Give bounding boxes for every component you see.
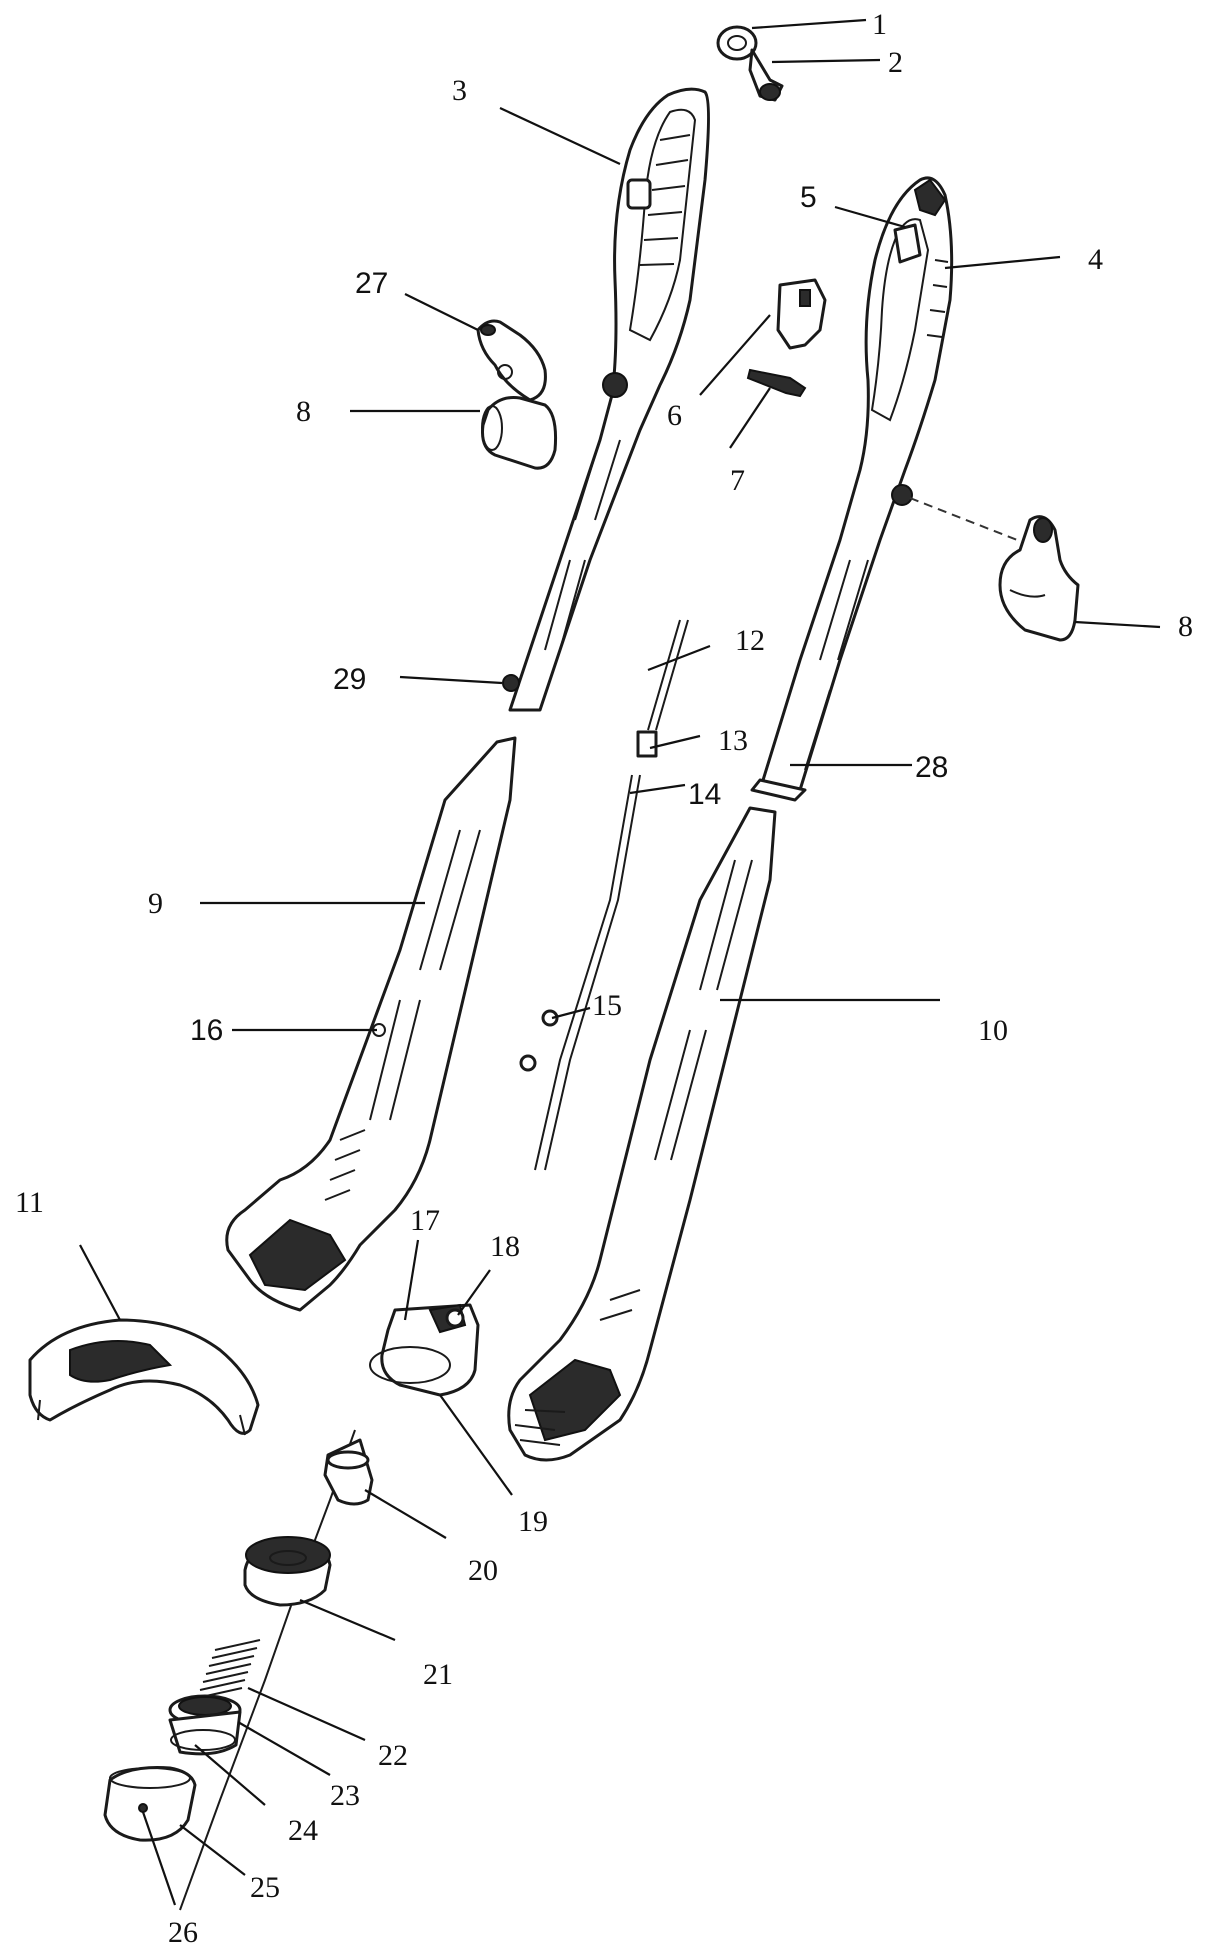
part-25-cap <box>103 1766 197 1842</box>
leader-17 <box>403 1239 420 1321</box>
leader-3 <box>499 107 621 165</box>
label-27: 27 <box>355 267 388 300</box>
label-12: 12 <box>735 624 765 657</box>
label-9: 9 <box>148 887 163 920</box>
part-9-shaft-housing <box>225 736 517 1312</box>
leader-2 <box>771 58 881 64</box>
leader-22 <box>247 1686 366 1742</box>
part-8-grip-right <box>998 515 1080 642</box>
label-20: 20 <box>468 1554 498 1587</box>
label-18: 18 <box>490 1230 520 1263</box>
label-28: 28 <box>915 751 948 784</box>
label-5: 5 <box>800 181 817 214</box>
leader-20 <box>364 1489 447 1539</box>
part-20-bushing <box>179 1429 374 1911</box>
part-13-connector <box>636 730 658 758</box>
label-16: 16 <box>190 1014 223 1047</box>
label-11: 11 <box>15 1186 44 1219</box>
leader-14 <box>629 783 686 795</box>
leader-12 <box>647 644 711 672</box>
label-15: 15 <box>592 989 622 1022</box>
leader-1 <box>751 18 867 30</box>
label-4: 4 <box>1088 243 1103 276</box>
label-22: 22 <box>378 1739 408 1772</box>
label-1: 1 <box>872 8 887 41</box>
label-17: 17 <box>410 1204 440 1237</box>
label-23: 23 <box>330 1779 360 1812</box>
part-6-bracket <box>776 278 827 350</box>
assembly-axis-right <box>909 497 1031 546</box>
part-22-spring <box>196 1639 261 1699</box>
part-15-cable-tie <box>519 1009 559 1072</box>
leader-lines <box>79 18 1161 1906</box>
label-25: 25 <box>250 1871 280 1904</box>
part-12-wires <box>647 619 689 731</box>
leader-23 <box>237 1721 331 1776</box>
leader-29 <box>399 675 503 685</box>
leader-26 <box>141 1811 177 1906</box>
leader-5 <box>834 205 906 229</box>
label-8a: 8 <box>296 395 311 428</box>
label-6: 6 <box>667 399 682 432</box>
part-labels: 1 2 3 4 5 6 7 8 8 9 10 11 12 13 14 15 16… <box>15 8 1193 1949</box>
part-1-ring <box>716 25 758 61</box>
leader-11 <box>79 1244 121 1321</box>
leader-13 <box>649 734 701 750</box>
part-10-shaft-housing <box>507 806 777 1462</box>
leader-19 <box>439 1394 513 1496</box>
part-4-handle-half <box>758 176 954 792</box>
label-8b: 8 <box>1178 610 1193 643</box>
leader-4 <box>944 255 1061 270</box>
label-21: 21 <box>423 1658 453 1691</box>
leader-24 <box>194 1744 266 1806</box>
leader-21 <box>299 1598 396 1642</box>
leader-7 <box>729 387 771 449</box>
label-24: 24 <box>288 1814 318 1847</box>
part-27-clip <box>476 319 547 402</box>
part-26-hole <box>138 1803 148 1813</box>
part-3-handle-half <box>502 87 710 712</box>
label-14: 14 <box>688 778 721 811</box>
leader-27 <box>404 293 479 331</box>
leader-6 <box>699 314 771 396</box>
label-10: 10 <box>978 1014 1008 1047</box>
part-7-key <box>746 368 807 398</box>
part-5-latch <box>893 178 947 264</box>
label-2: 2 <box>888 46 903 79</box>
part-8-grip-left <box>481 396 557 470</box>
part-14-cable <box>534 774 641 1171</box>
leader-15 <box>551 1006 591 1020</box>
label-19: 19 <box>518 1505 548 1538</box>
label-26: 26 <box>168 1916 198 1949</box>
part-19-motor-housing <box>369 1303 480 1397</box>
part-21-fan <box>243 1536 332 1607</box>
label-29: 29 <box>333 663 366 696</box>
part-24-spool-base <box>168 1710 242 1756</box>
label-7: 7 <box>730 464 745 497</box>
label-13: 13 <box>718 724 748 757</box>
leader-25 <box>179 1824 246 1876</box>
part-2-pin <box>748 48 784 102</box>
part-28-tube-end <box>750 778 807 802</box>
part-11-guard <box>28 1318 260 1436</box>
label-3: 3 <box>452 74 467 107</box>
leader-18 <box>457 1269 491 1316</box>
leader-8b <box>1074 620 1161 629</box>
